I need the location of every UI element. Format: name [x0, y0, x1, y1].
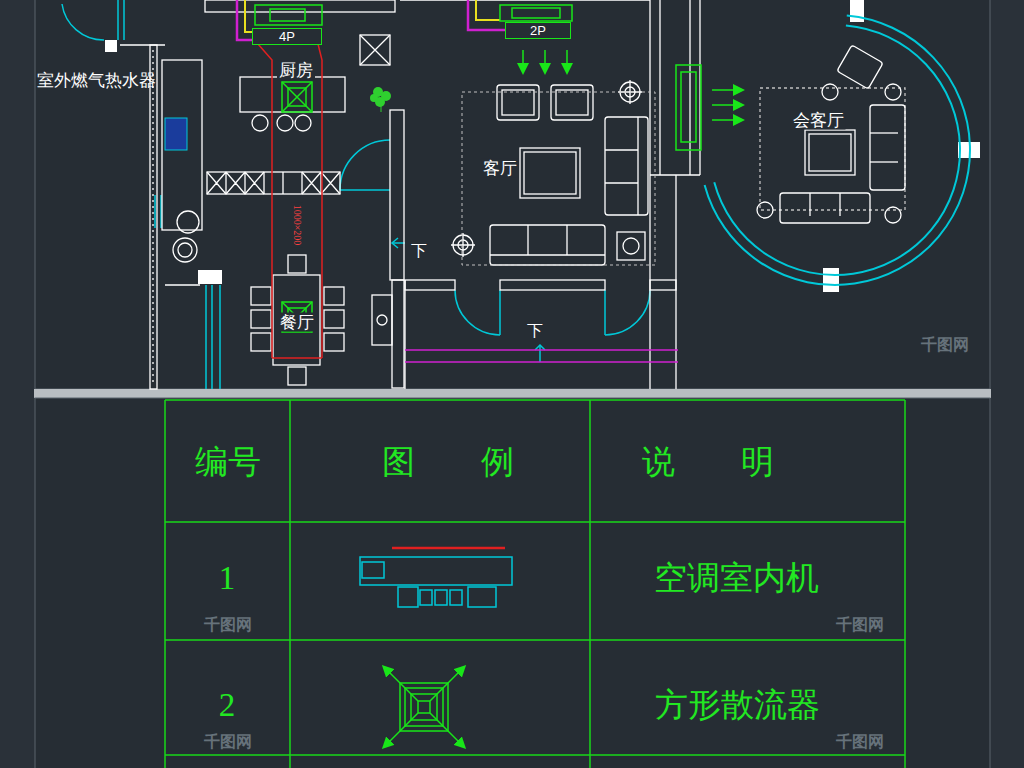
unit-capacity: 4P — [279, 30, 295, 43]
stair-mark: 下 — [527, 323, 543, 339]
legend-description: 方形散流器 — [655, 689, 820, 722]
room-name: 客厅 — [481, 159, 519, 178]
square-diffuser-symbol — [384, 667, 464, 747]
watermark: 千图网 — [836, 617, 884, 633]
reception-room-circle: 会客厅 — [700, 15, 970, 285]
duct-dimension: 1000×200 — [291, 203, 303, 248]
table-number: 1 — [219, 562, 236, 595]
table-header: 说 明 — [642, 446, 774, 479]
equipment-note: 室外燃气热水器 — [37, 72, 156, 89]
ac-unit-box: 2P — [505, 22, 571, 39]
legend-description: 空调室内机 — [654, 562, 819, 595]
ac-unit-box: 4P — [252, 28, 322, 45]
watermark: 千图网 — [836, 734, 884, 750]
curved-wall-line — [714, 25, 960, 275]
unit-capacity: 2P — [530, 24, 546, 37]
room-name: 会客厅 — [791, 111, 846, 130]
watermark: 千图网 — [204, 734, 252, 750]
stair-mark: 下 — [411, 243, 427, 259]
watermark: 千图网 — [204, 617, 252, 633]
watermark: 千图网 — [921, 337, 969, 353]
room-name: 餐厅 — [278, 313, 316, 332]
table-number: 2 — [219, 689, 236, 722]
room-name: 厨房 — [277, 61, 315, 80]
circular-wall-outline — [700, 15, 970, 285]
table-header: 图 例 — [382, 446, 514, 479]
ac-indoor-unit-symbol — [360, 548, 512, 607]
curved-wall-line — [705, 16, 970, 285]
table-header: 编号 — [195, 446, 261, 479]
